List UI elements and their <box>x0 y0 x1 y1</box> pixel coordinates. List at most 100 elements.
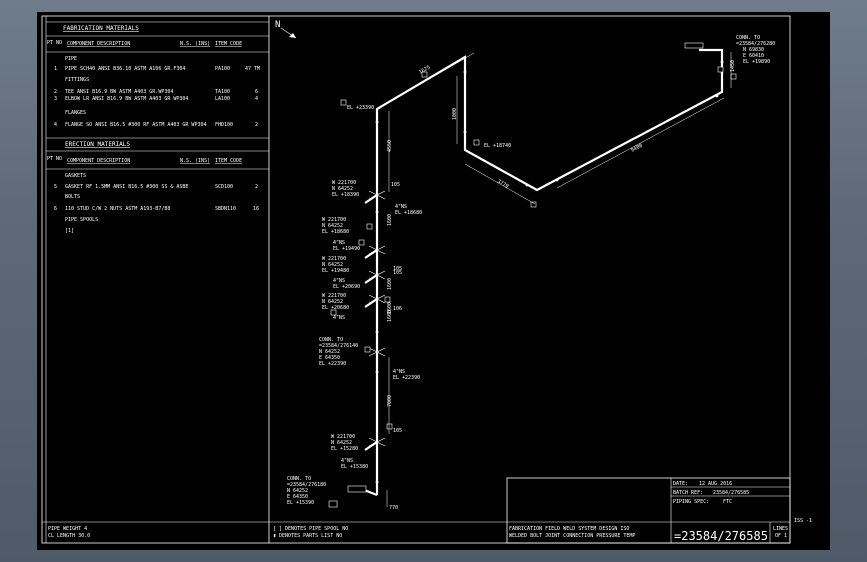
svg-text:W 221700: W 221700 <box>322 256 346 262</box>
legend-spool: [ ] DENOTES PIPE SPOOL NO <box>273 526 348 532</box>
svg-text:1450: 1450 <box>730 60 736 72</box>
batch-value: 23584/276585 <box>713 490 749 496</box>
svg-text:=23584/276280: =23584/276280 <box>736 41 775 47</box>
weld-dots <box>375 60 724 484</box>
gasket-row-code: SCD100 <box>215 184 233 190</box>
cl-length: CL LENGTH 30.0 <box>48 533 90 539</box>
annotations: EL +23390 EL +18740 CONN. TO =23584/2762… <box>287 35 775 511</box>
svg-text:9400: 9400 <box>630 143 643 154</box>
batch-label: BATCH REF: <box>673 490 703 496</box>
conn-bot-block: CONN. TO =23584/276180 N 64252 E 64350 E… <box>287 476 326 506</box>
main-pipe-run <box>375 48 724 495</box>
pt-no-header: PT NO <box>47 156 62 162</box>
flange-row-qty: 2 <box>255 122 258 128</box>
component-description-header: COMPONENT DESCRIPTION <box>67 41 130 47</box>
dimension-lines <box>385 52 732 507</box>
fabrication-header: FABRICATION MATERIALS <box>63 25 139 32</box>
el-knee: EL +18740 <box>484 143 511 149</box>
svg-text:105: 105 <box>393 270 402 276</box>
title-header-row1: FABRICATION FIELD WELD SYSTEM DESIGN ISO <box>509 526 629 532</box>
spool-row: [1] <box>65 228 74 234</box>
svg-text:1000: 1000 <box>452 108 458 120</box>
north-arrow: N <box>275 20 297 39</box>
svg-text:EL +22390: EL +22390 <box>319 361 346 367</box>
svg-text:105: 105 <box>391 182 400 188</box>
legend-parts: ▮ DENOTES PARTS LIST NO <box>273 533 342 539</box>
svg-text:4"NS: 4"NS <box>333 278 345 284</box>
svg-text:4"NS: 4"NS <box>395 204 407 210</box>
item-code-header: ITEM CODE <box>215 41 242 47</box>
fitting-row-pt: 2 <box>54 89 57 95</box>
el-top-left: EL +23390 <box>347 105 374 111</box>
svg-text:1600: 1600 <box>387 214 393 226</box>
svg-text:EL +20680: EL +20680 <box>322 305 349 311</box>
flange-row-code: FHD100 <box>215 122 233 128</box>
branch-c-block: W 221700 N 64252 EL +19480 <box>322 256 349 274</box>
svg-text:770: 770 <box>389 505 398 511</box>
item-code-header: ITEM CODE <box>215 158 242 164</box>
svg-text:EL +19490: EL +19490 <box>333 246 360 252</box>
size-labels: 4"NS 4"NS 4"NS 4"NS 4"NS 4"NS <box>333 204 407 464</box>
svg-text:EL +22390: EL +22390 <box>393 375 420 381</box>
ns-header: N.S. (INS) <box>180 158 210 164</box>
fitting-row-pt: 3 <box>54 96 57 102</box>
el-right-labels: EL +18680 EL +19490 EL +20690 EL +22390 … <box>333 210 422 470</box>
svg-text:EL +19890: EL +19890 <box>743 59 770 65</box>
svg-text:N 64252: N 64252 <box>331 440 352 446</box>
north-label: N <box>275 20 280 30</box>
svg-text:=23584/276140: =23584/276140 <box>319 343 358 349</box>
part-boxes <box>328 42 737 508</box>
svg-text:CONN. TO: CONN. TO <box>736 35 760 41</box>
fitting-row-desc: TEE ANSI B16.9 BW ASTM A403 GR.WP304 <box>65 89 173 95</box>
cad-viewport[interactable]: FABRICATION MATERIALS PT NO COMPONENT DE… <box>37 12 830 550</box>
svg-text:CONN. TO: CONN. TO <box>319 337 343 343</box>
svg-text:N 64252: N 64252 <box>287 488 308 494</box>
pipe-row-code: PA100 <box>215 66 230 72</box>
isometric-drawing: FABRICATION MATERIALS PT NO COMPONENT DE… <box>41 15 812 544</box>
section-flanges: FLANGES <box>65 110 86 116</box>
svg-text:W 221700: W 221700 <box>331 434 355 440</box>
section-fittings: FITTINGS <box>65 77 89 83</box>
section-gaskets: GASKETS <box>65 173 86 179</box>
svg-text:EL +19480: EL +19480 <box>322 268 349 274</box>
svg-text:EL +15380: EL +15380 <box>341 464 368 470</box>
svg-text:EL +15390: EL +15390 <box>287 500 314 506</box>
materials-table: FABRICATION MATERIALS PT NO COMPONENT DE… <box>46 21 348 539</box>
svg-text:N 64252: N 64252 <box>322 262 343 268</box>
date-label: DATE: <box>673 481 688 487</box>
fitting-row-desc: ELBOW LR ANSI B16.9 BW ASTM A403 GR WP30… <box>65 96 188 102</box>
bolt-row-desc: 110 STUD C/W 2 NUTS ASTM A193-B7/B8 <box>65 206 170 212</box>
gasket-row-qty: 2 <box>255 184 258 190</box>
section-pipe: PIPE <box>65 56 77 62</box>
flange-row-desc: FLANGE SO ANSI B16.5 #300 RF ASTM A403 G… <box>65 122 206 128</box>
svg-text:1625: 1625 <box>418 65 431 76</box>
pipe-row-pt: 1 <box>54 66 57 72</box>
title-header-row2: WELDED BOLT JOINT CONNECTION PRESSURE TE… <box>509 533 635 539</box>
section-bolts: BOLTS <box>65 194 80 200</box>
svg-text:1600: 1600 <box>387 302 393 314</box>
svg-text:4"NS: 4"NS <box>333 315 345 321</box>
svg-text:E 60410: E 60410 <box>743 53 764 59</box>
tee-marks <box>368 190 386 447</box>
svg-text:W 221700: W 221700 <box>322 217 346 223</box>
svg-text:3770: 3770 <box>496 179 509 190</box>
svg-text:EL +18680: EL +18680 <box>395 210 422 216</box>
svg-text:N 64252: N 64252 <box>332 186 353 192</box>
bolt-row-code: SBDN110 <box>215 206 236 212</box>
drawing-number: =23584/276585 <box>674 529 768 543</box>
bolt-row-pt: 6 <box>54 206 57 212</box>
conn-top-block: CONN. TO =23584/276280 N 69830 E 60410 E… <box>736 35 775 65</box>
pt-no-header: PT NO <box>47 40 62 46</box>
north-arrow-icon <box>289 33 296 38</box>
sheet-label: OF 1 <box>775 533 787 539</box>
svg-text:4"NS: 4"NS <box>341 458 353 464</box>
section-pipe-spools: PIPE SPOOLS <box>65 217 98 223</box>
erection-header: ERECTION MATERIALS <box>65 141 130 148</box>
component-description-header: COMPONENT DESCRIPTION <box>67 158 130 164</box>
pipe-weight: PIPE WEIGHT 4 <box>48 526 87 532</box>
svg-text:=23584/276180: =23584/276180 <box>287 482 326 488</box>
svg-text:4"NS: 4"NS <box>333 240 345 246</box>
fitting-row-qty: 6 <box>255 89 258 95</box>
svg-text:N 64252: N 64252 <box>322 299 343 305</box>
svg-text:EL +15280: EL +15280 <box>331 446 358 452</box>
